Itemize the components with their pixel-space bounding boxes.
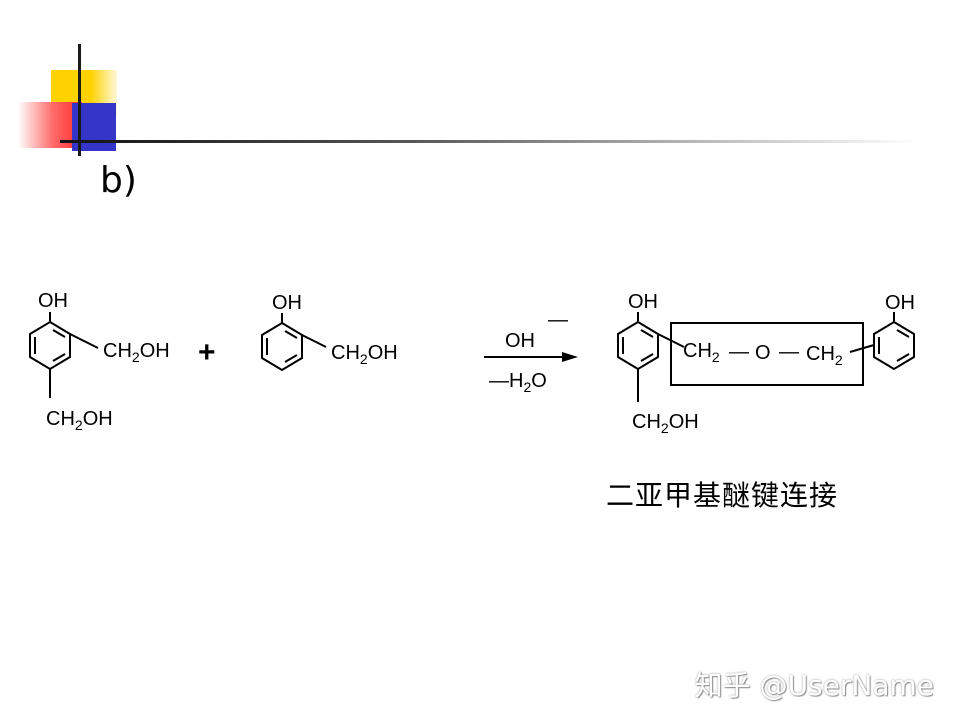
reactant2-ch2oh-bond <box>301 334 327 348</box>
section-label: b) <box>100 160 137 201</box>
watermark: 知乎 @UserName <box>694 669 934 702</box>
reactant1-ch2oh-label: CH2OH <box>103 340 170 365</box>
reactant1-ch2oh-bond <box>69 333 99 349</box>
plus-sign: + <box>198 336 216 369</box>
bridge-bond-2: — <box>779 341 799 363</box>
bridge-ch2-right: CH2 <box>806 343 843 368</box>
product-oh-left-label: OH <box>628 291 658 313</box>
product-oh-right-label: OH <box>885 292 915 314</box>
decorative-horizontal-rule <box>60 140 920 143</box>
bridge-bond-1: — <box>729 341 749 363</box>
reactant2-oh-label: OH <box>272 292 302 314</box>
product-left-benzene-ring <box>617 320 659 371</box>
reaction-arrow-head <box>562 352 578 362</box>
product-bottom-ch2oh-label: CH2OH <box>632 411 699 436</box>
arrow-condition-charge: — <box>548 309 568 331</box>
arrow-condition-water: —H2O <box>489 370 547 395</box>
reactant1-oh-label: OH <box>38 290 68 312</box>
decorative-vertical-rule <box>78 44 81 156</box>
reactant1-bottom-ch2oh-label: CH2OH <box>46 408 113 433</box>
reactant2-ch2oh-label: CH2OH <box>331 342 398 367</box>
ether-bridge-box <box>670 322 864 386</box>
reactant1-benzene-ring <box>29 320 71 371</box>
reactant2-benzene-ring <box>261 321 303 372</box>
bridge-oxygen: O <box>755 342 771 364</box>
bridge-ch2-left: CH2 <box>683 340 720 365</box>
product-right-benzene-ring <box>873 320 915 371</box>
product-right-bridge-bond <box>849 344 875 353</box>
product-caption: 二亚甲基醚键连接 <box>606 479 839 512</box>
arrow-condition-oh: OH <box>505 330 535 352</box>
